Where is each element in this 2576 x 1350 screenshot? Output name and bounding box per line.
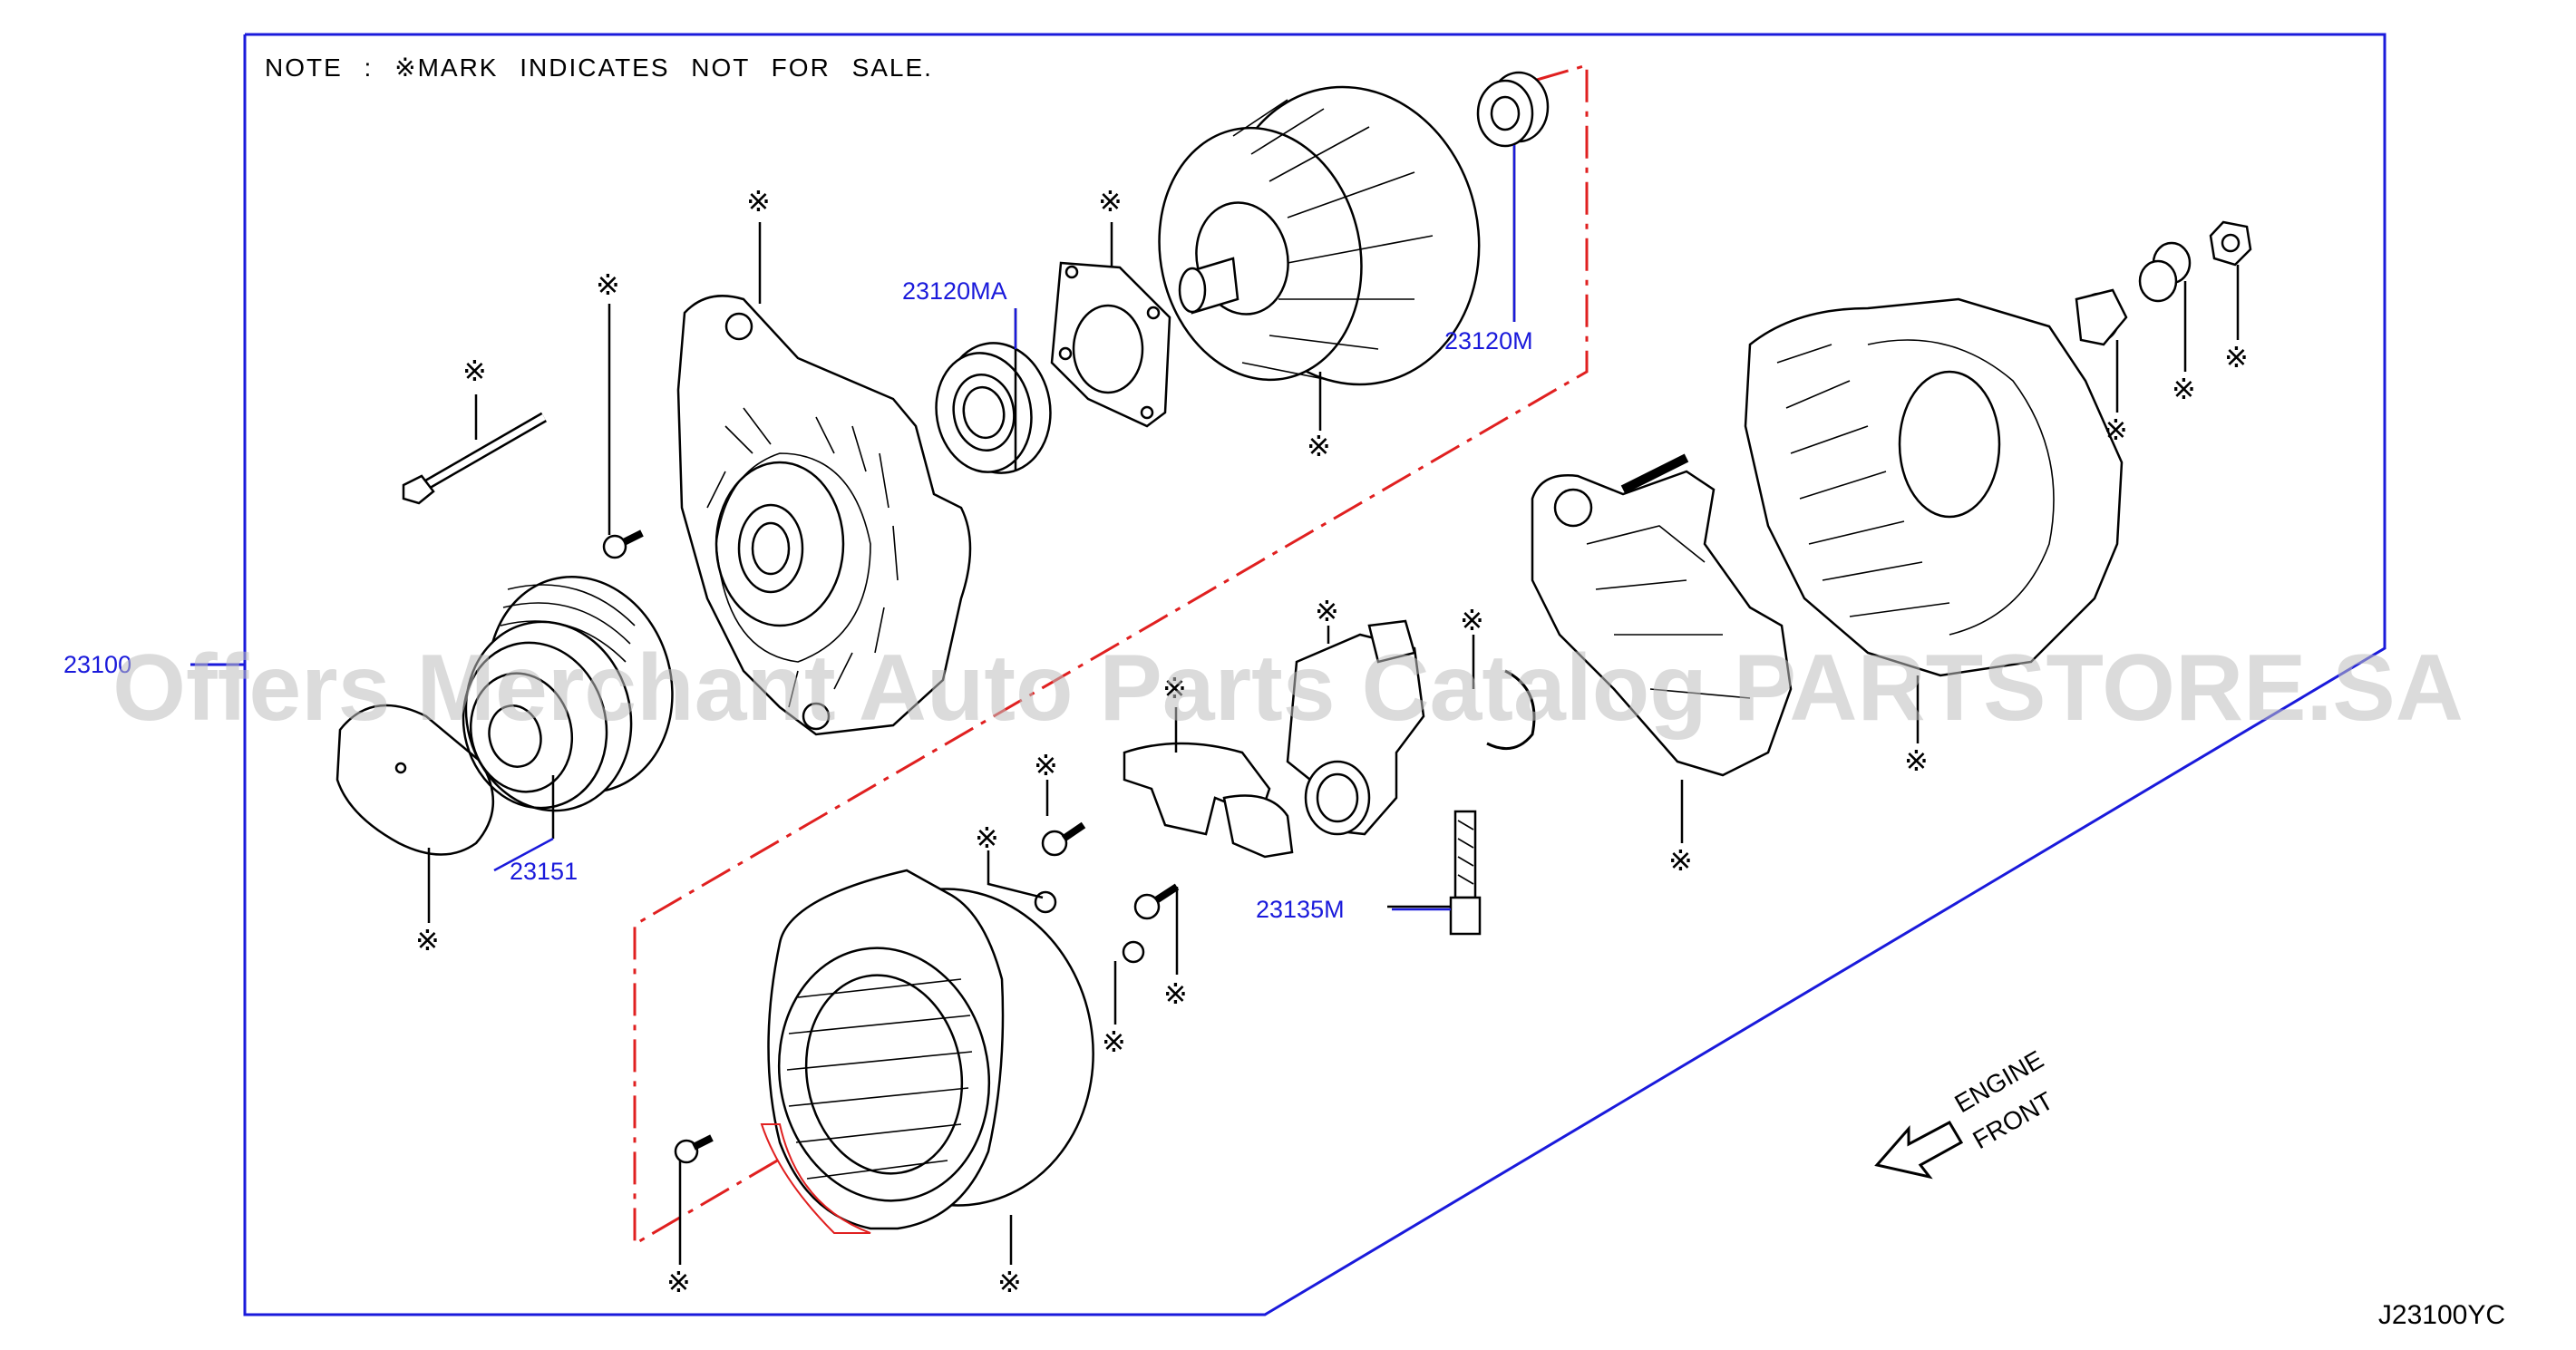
mark-screw-a: ※ (1034, 748, 1058, 782)
part-number-23120ma[interactable]: 23120MA (902, 277, 1007, 305)
through-bolt (402, 412, 547, 505)
engine-front-indicator: ENGINE FRONT (1874, 1045, 2058, 1180)
mark-screw-d: ※ (1102, 1025, 1126, 1059)
mark-snap-ring: ※ (1460, 603, 1484, 637)
voltage-regulator (1286, 619, 1425, 836)
snap-ring (1486, 669, 1536, 751)
mark-retainer-plate: ※ (1098, 184, 1123, 219)
mark-screw-c: ※ (1163, 976, 1188, 1011)
mark-insulator: ※ (1162, 671, 1187, 705)
stator (760, 869, 1094, 1234)
diagram-code: J23100YC (2377, 1300, 2505, 1330)
mark-housing-screw: ※ (596, 267, 620, 302)
bearing-retainer-plate (1050, 261, 1171, 428)
rear-cover (1744, 297, 2124, 677)
front-housing (676, 295, 972, 736)
mark-rotor: ※ (1307, 429, 1331, 463)
mark-regulator: ※ (1315, 594, 1339, 628)
terminal-insulator (2075, 288, 2128, 346)
rectifier (1531, 453, 1793, 777)
mark-terminal-nut: ※ (2224, 340, 2249, 374)
pulley (462, 575, 674, 812)
mark-terminal-insulator: ※ (2104, 413, 2128, 447)
terminal-bush (2138, 241, 2192, 303)
rear-bearing (1476, 71, 1550, 148)
not-for-sale-marks: ※ ※ ※ ※ ※ ※ ※ ※ ※ ※ ※ ※ ※ ※ ※ ※ ※ ※ ※ ※ (415, 184, 2249, 1299)
part-number-23100[interactable]: 23100 (63, 651, 131, 678)
part-number-23135m[interactable]: 23135M (1256, 896, 1345, 923)
rotor-group-line (633, 63, 1589, 1247)
part-number-23120m[interactable]: 23120M (1444, 327, 1533, 354)
not-for-sale-note: NOTE : ※MARK INDICATES NOT FOR SALE. (265, 53, 933, 82)
mark-stator-screw: ※ (666, 1265, 691, 1299)
terminal-nut (2209, 220, 2252, 267)
housing-screw (602, 529, 644, 559)
mark-dust-cover: ※ (415, 923, 440, 957)
leader-23151 (493, 837, 554, 872)
mark-rear-cover: ※ (1904, 743, 1929, 778)
rotor (1158, 85, 1481, 386)
assembly-boundary (243, 33, 2386, 1316)
part-number-23151[interactable]: 23151 (510, 858, 578, 885)
brush (1449, 810, 1482, 936)
insulator (1123, 742, 1294, 859)
front-bearing (935, 342, 1052, 474)
dust-cover (335, 704, 495, 856)
mark-through-bolt: ※ (462, 354, 487, 388)
engine-front-arrow-icon (1874, 1121, 1964, 1180)
stator-screw (674, 1134, 714, 1164)
mark-rectifier: ※ (1668, 843, 1693, 878)
mark-screw-b: ※ (975, 821, 999, 855)
terminal-screws (1034, 821, 1180, 964)
mark-stator: ※ (997, 1265, 1022, 1299)
mark-front-housing: ※ (746, 184, 771, 219)
mark-terminal-bush: ※ (2172, 372, 2196, 406)
